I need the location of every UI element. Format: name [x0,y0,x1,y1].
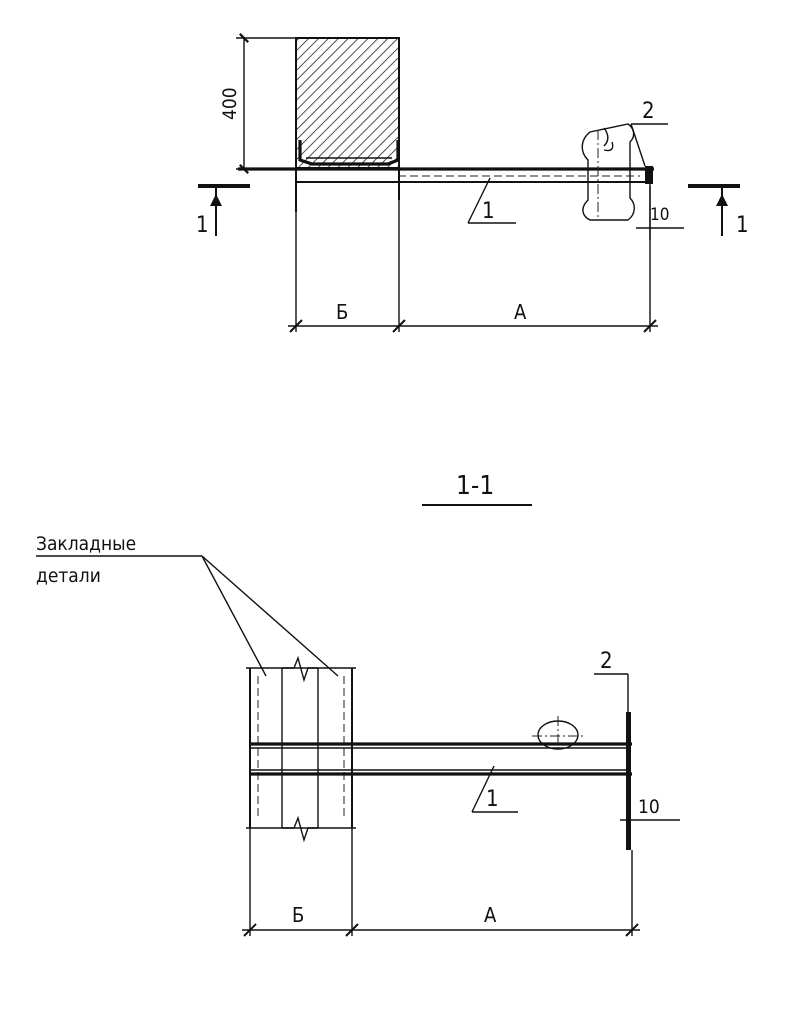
hole-symbol [532,716,586,752]
column-section [295,37,400,169]
leader-part-1-top-label: 1 [482,199,495,224]
section-view: 1-1 Закладные детали [36,471,680,937]
section-marker-left: 1 [196,184,250,238]
dimension-line-top: Б А [288,300,658,333]
embedded-parts-label-line2: детали [36,565,101,587]
pipe-symbol [581,123,635,221]
embedded-parts-callout: Закладные детали [36,533,339,677]
dim-plate-thickness-section-label: 10 [638,796,660,818]
section-title-label: 1-1 [456,471,494,501]
leader-part-1-section-label: 1 [486,787,499,812]
dim-b-section-label: Б [292,903,304,927]
end-plate-section [626,712,631,850]
leader-part-2-top: 2 [630,99,668,167]
dim-plate-thickness-top: 10 [636,186,684,240]
section-marker-right: 1 [688,184,749,238]
dim-plate-thickness-top-label: 10 [650,205,669,225]
section-marker-right-label: 1 [736,213,749,238]
dim-a-section-label: А [484,903,497,927]
leader-part-1-section: 1 [471,765,518,813]
top-view: 400 1 2 [196,33,749,333]
dimension-height: 400 [219,33,296,174]
dim-plate-thickness-section: 10 [620,796,680,821]
leader-part-2-section-label: 2 [600,649,613,674]
end-plate [645,166,653,184]
dim-height-label: 400 [219,87,241,120]
dimension-line-section: Б А [242,903,640,937]
dim-a-top-label: А [514,300,527,324]
section-title: 1-1 [422,471,532,506]
leader-part-2-section: 2 [594,649,629,712]
column-elevation [246,655,356,843]
leader-part-2-top-label: 2 [642,99,655,124]
section-marker-left-label: 1 [196,213,209,238]
bracket-beam [238,164,654,184]
embedded-parts-label-line1: Закладные [36,533,136,555]
dim-b-top-label: Б [336,300,348,324]
leader-part-1-top: 1 [467,177,516,224]
